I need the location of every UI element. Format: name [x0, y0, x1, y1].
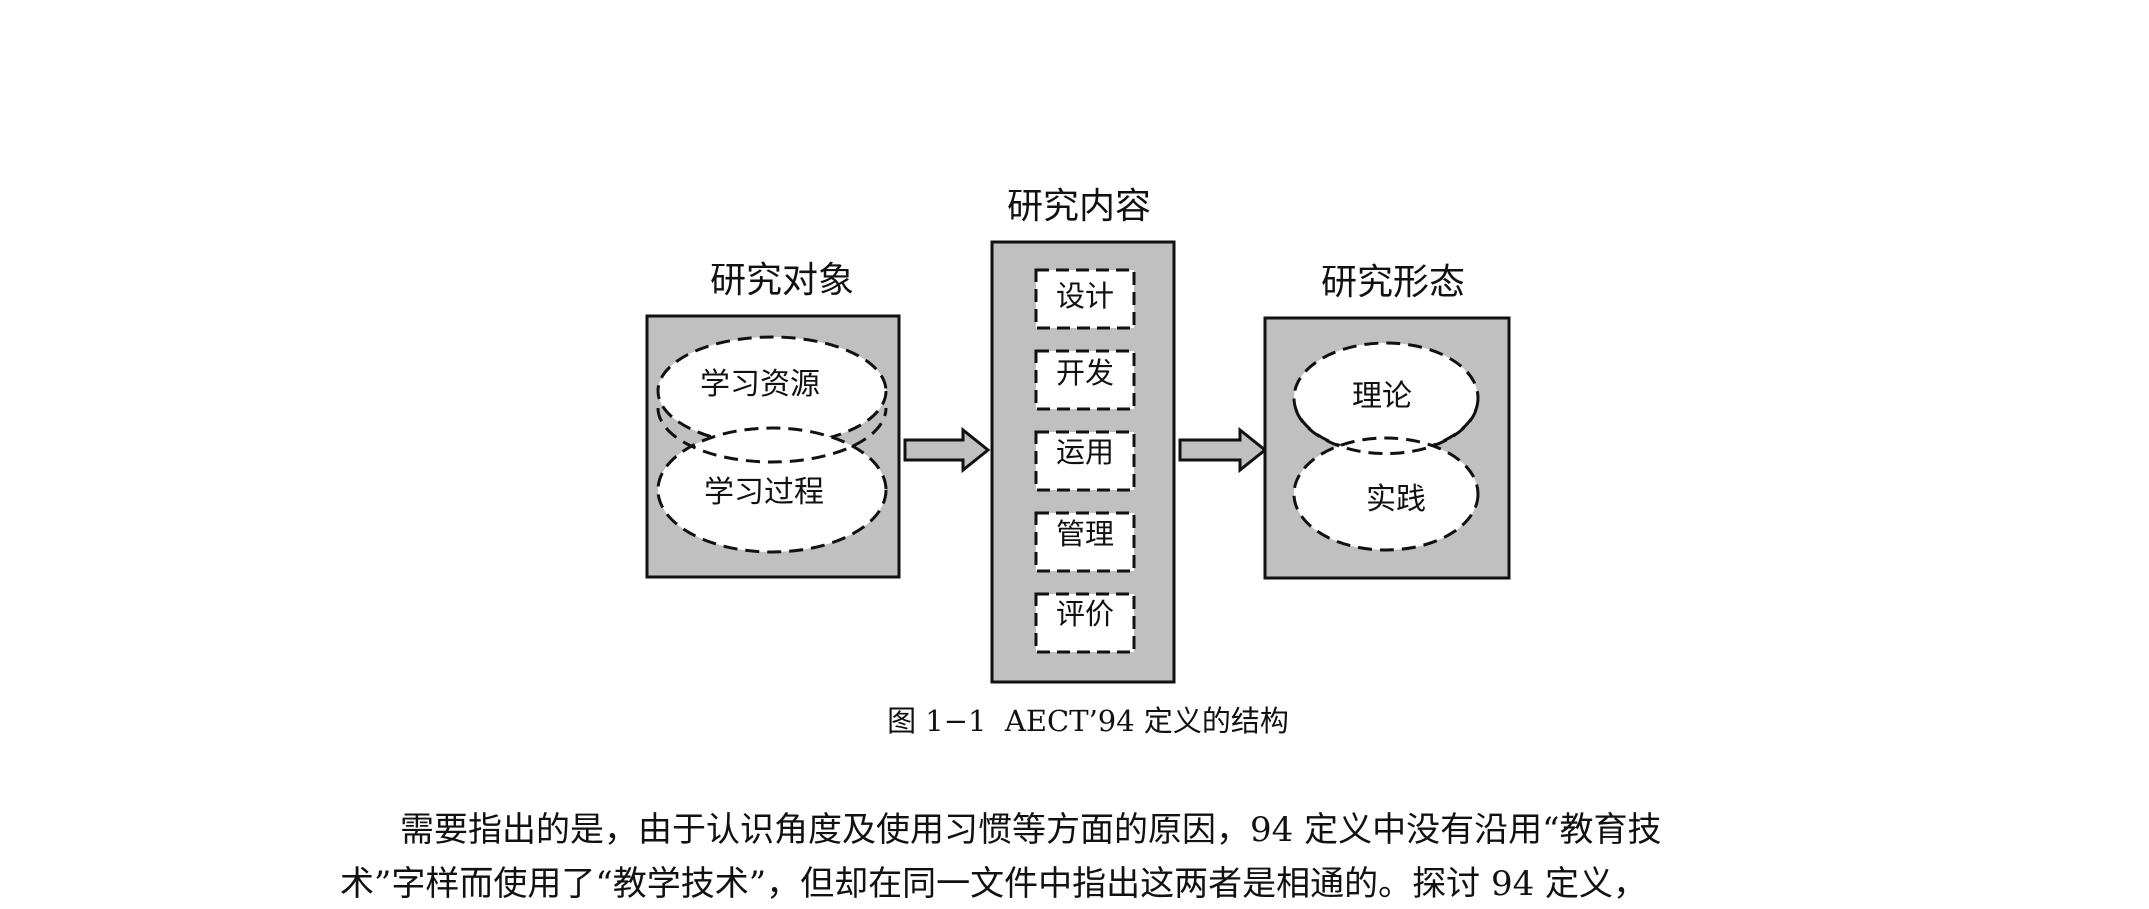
middle-item-box-5 [1034, 592, 1136, 654]
arrow-middle-to-right [1178, 426, 1268, 474]
right-item-ellipse-1-lower-arc [1294, 409, 1478, 456]
middle-item-label-3: 运用 [1056, 435, 1114, 469]
left-group-title: 研究对象 [710, 260, 854, 301]
left-item-label-2: 学习过程 [704, 475, 824, 510]
middle-item-box-1 [1034, 268, 1136, 330]
right-item-label-2: 实践 [1366, 482, 1426, 517]
middle-group-title: 研究内容 [1007, 186, 1151, 227]
body-text-line-2: 术”字样而使用了“教学技术”，但却在同一文件中指出这两者是相通的。探讨 94 定… [340, 864, 1648, 904]
middle-item-box-2 [1034, 349, 1136, 411]
body-text-line-1: 需要指出的是，由于认识角度及使用习惯等方面的原因，94 定义中没有沿用“教育技 [400, 810, 1662, 850]
right-item-label-1: 理论 [1352, 379, 1412, 414]
left-item-ellipse-1-lower-arc [656, 407, 888, 464]
arrow-left-to-middle [903, 426, 991, 474]
right-item-ellipse-2 [1292, 436, 1480, 552]
middle-item-box-4 [1034, 511, 1136, 573]
middle-item-label-4: 管理 [1056, 517, 1114, 551]
left-item-ellipse-2 [656, 426, 888, 554]
right-group-title: 研究形态 [1321, 262, 1465, 303]
middle-item-label-5: 评价 [1056, 597, 1114, 631]
left-item-label-1: 学习资源 [700, 367, 820, 402]
middle-item-label-2: 开发 [1056, 356, 1114, 390]
middle-item-label-1: 设计 [1056, 279, 1114, 313]
middle-item-box-3 [1034, 430, 1136, 492]
figure-caption: 图 1−1 AECT’94 定义的结构 [887, 704, 1289, 738]
